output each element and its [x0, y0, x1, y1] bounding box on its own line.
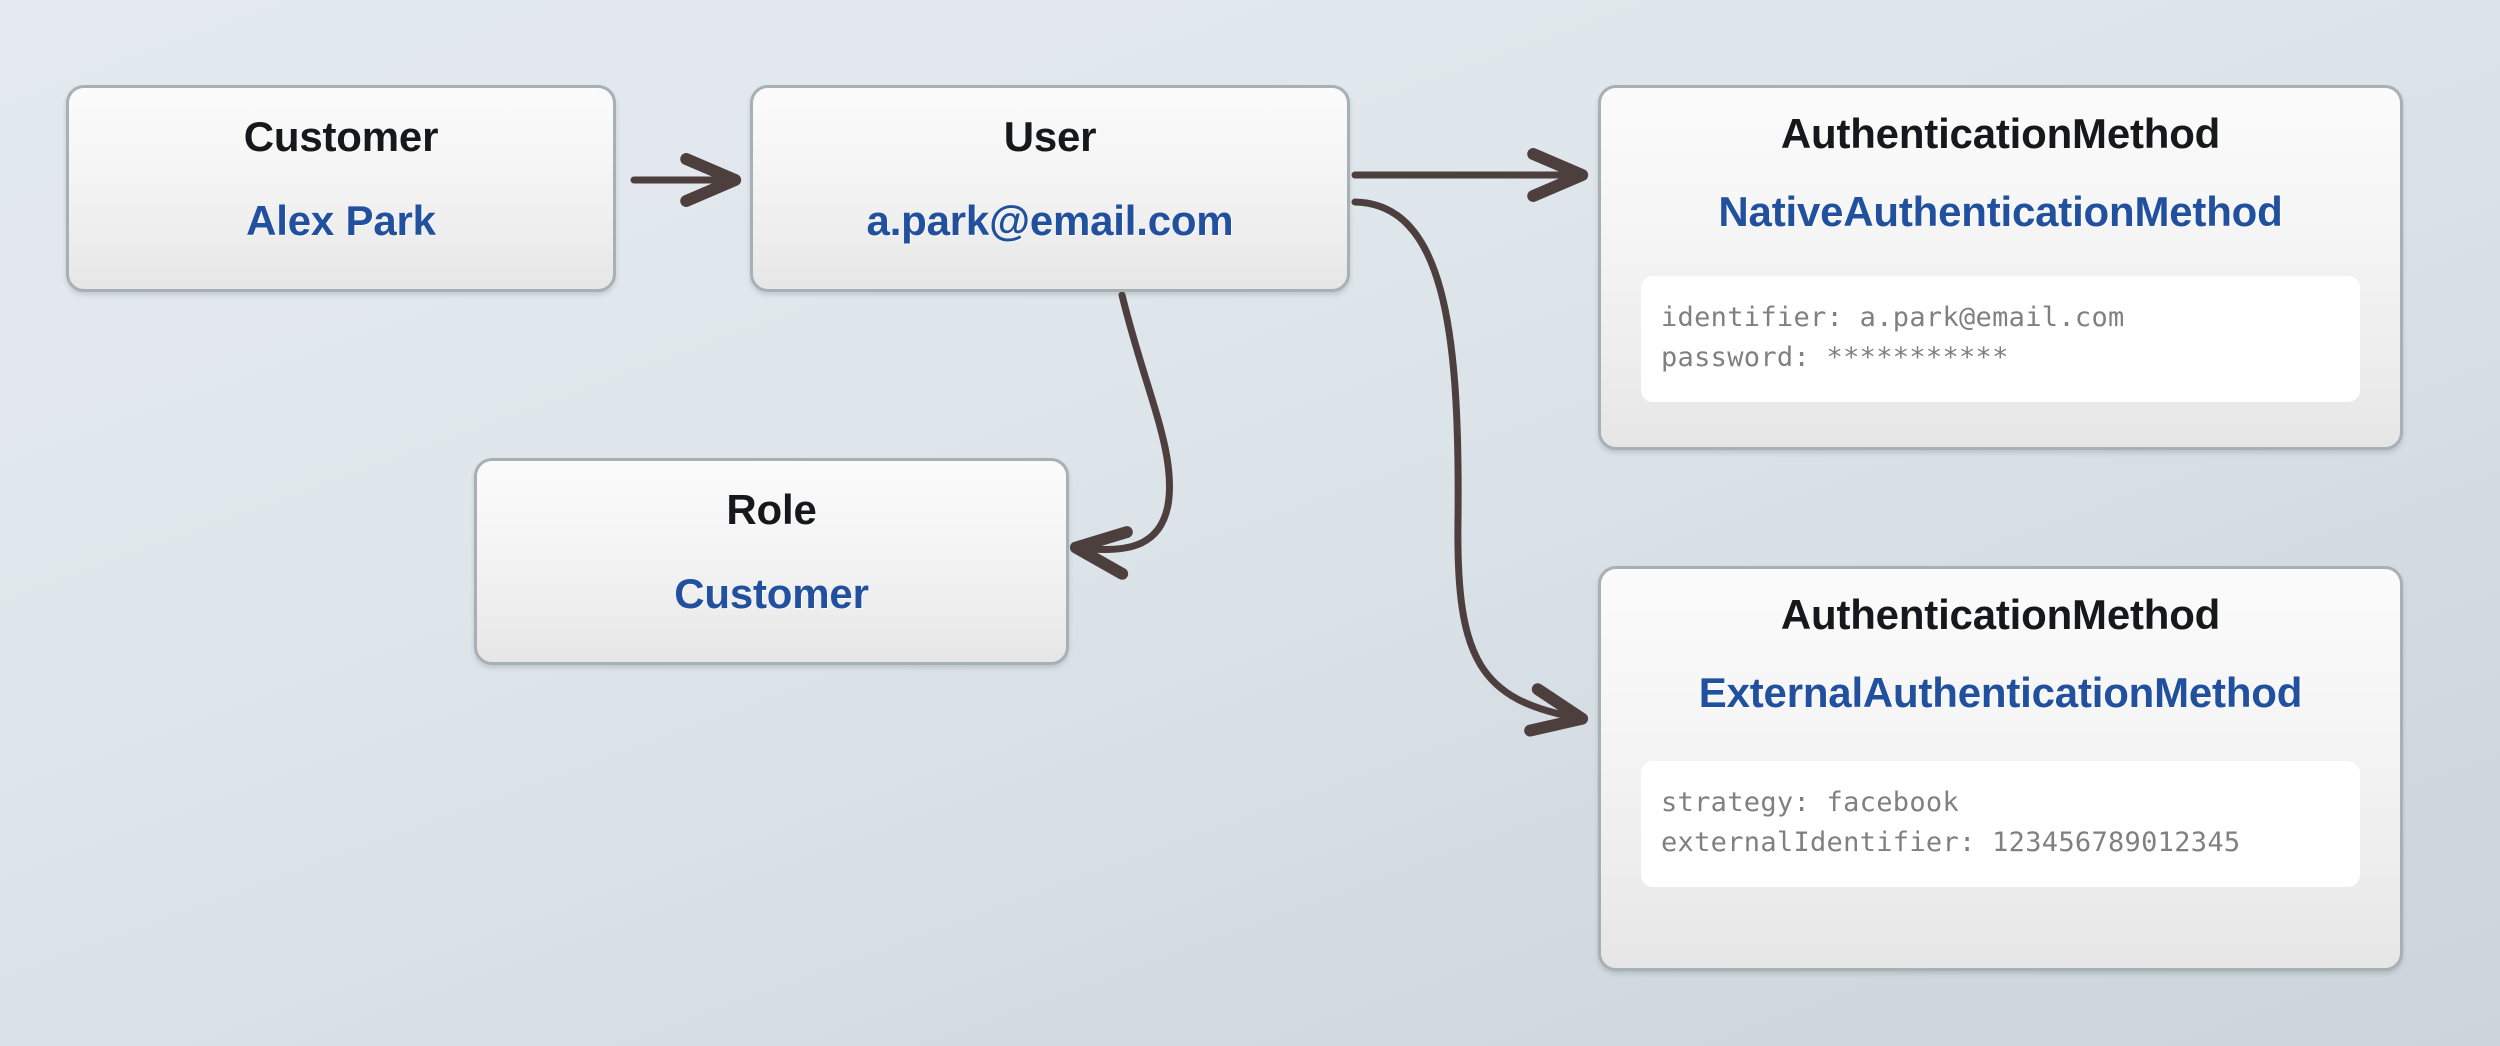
node-external-authentication-method[interactable]: AuthenticationMethod ExternalAuthenticat…: [1598, 566, 2403, 971]
attribute-password: password: ***********: [1661, 342, 2009, 374]
node-customer-value: Alex Park: [246, 197, 436, 245]
node-user[interactable]: User a.park@email.com: [750, 85, 1350, 292]
node-external-auth-value: ExternalAuthenticationMethod: [1698, 669, 2303, 717]
attribute-external-identifier: externalIdentifier: 123456789012345: [1661, 827, 2241, 859]
node-role-title: Role: [726, 486, 817, 533]
node-customer[interactable]: Customer Alex Park: [66, 85, 616, 292]
node-external-auth-attributes: strategy: facebook externalIdentifier: 1…: [1641, 761, 2360, 888]
node-native-auth-attributes: identifier: a.park@email.com password: *…: [1641, 276, 2360, 403]
node-role-value: Customer: [674, 570, 869, 618]
attribute-strategy: strategy: facebook: [1661, 787, 1959, 819]
node-native-authentication-method[interactable]: AuthenticationMethod NativeAuthenticatio…: [1598, 85, 2403, 450]
edge-user-to-external-auth: [1351, 198, 1589, 737]
edge-user-to-role: [1069, 291, 1174, 580]
node-customer-title: Customer: [243, 113, 439, 160]
node-external-auth-title: AuthenticationMethod: [1780, 591, 2221, 638]
node-native-auth-title: AuthenticationMethod: [1780, 110, 2221, 157]
node-user-title: User: [1003, 113, 1097, 160]
attribute-identifier: identifier: a.park@email.com: [1661, 302, 2125, 334]
node-native-auth-value: NativeAuthenticationMethod: [1718, 188, 2283, 236]
node-role[interactable]: Role Customer: [474, 458, 1069, 665]
node-user-value: a.park@email.com: [866, 197, 1234, 245]
